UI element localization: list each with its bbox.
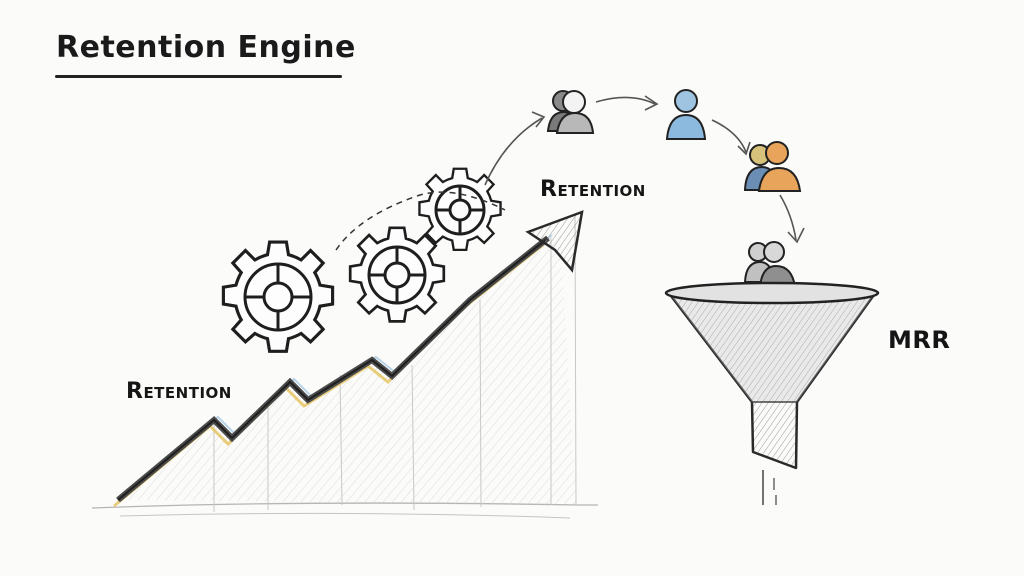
gear-connection-sketch [335, 191, 506, 251]
user-pair-gray-icon [546, 90, 595, 134]
funnel-icon [664, 281, 880, 505]
chart-label-retention: Retention [126, 379, 232, 404]
page-title: Retention Engine [56, 30, 356, 65]
gear-small-icon [418, 167, 502, 252]
arrow-head-icon [525, 210, 584, 273]
growth-area-shading [120, 228, 576, 505]
funnel-label-mrr: MRR [888, 326, 951, 354]
flow-arrows [484, 95, 805, 244]
growth-arrow [113, 210, 584, 508]
flow-label-retention: Retention [540, 177, 646, 202]
user-pair-funnel-icon [743, 241, 797, 288]
user-pair-orange-icon [743, 141, 802, 192]
user-single-blue-icon [665, 89, 707, 140]
title-underline [55, 75, 342, 78]
gear-large-icon [221, 240, 335, 353]
gear-middle-icon [348, 226, 446, 323]
